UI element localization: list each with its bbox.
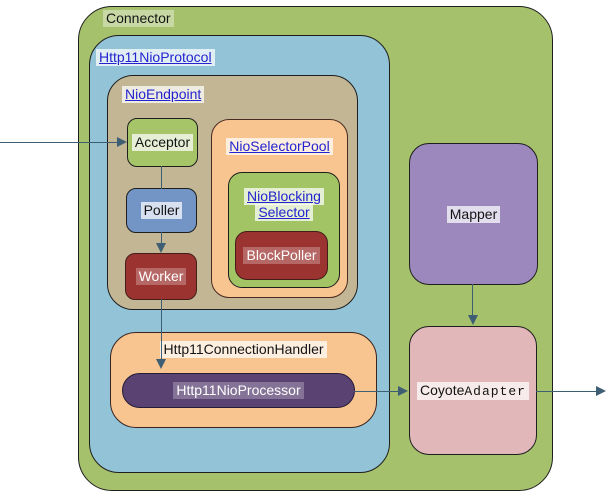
arrow-external-to-acceptor-head (117, 137, 127, 148)
blockpoller-label: BlockPoller (243, 247, 320, 264)
nioblockingselector-link-line1[interactable]: NioBlocking (244, 188, 324, 205)
arrow-mapper-to-coyoteadapter-head (468, 315, 478, 325)
arrow-acceptor-to-poller-line (160, 166, 162, 189)
nioblockingselector-link-line2[interactable]: Selector (255, 204, 313, 221)
worker-label: Worker (135, 268, 187, 285)
arrow-poller-to-worker-line (160, 232, 162, 245)
blockpoller-box: BlockPoller (235, 231, 328, 280)
arrow-worker-to-handler-head (156, 359, 167, 369)
http11connectionhandler-label: Http11ConnectionHandler (160, 341, 327, 358)
arrow-worker-to-handler-line (160, 299, 162, 360)
coyoteadapter-label-part1: Coyote (420, 381, 465, 398)
acceptor-box: Acceptor (127, 118, 198, 167)
poller-label: Poller (140, 202, 183, 219)
http11nioprocessor-label: Http11NioProcessor (173, 382, 304, 399)
coyoteadapter-label-part2: Adapter (464, 383, 526, 399)
arrow-external-to-acceptor-line (0, 141, 118, 143)
nioendpoint-link[interactable]: NioEndpoint (122, 86, 205, 103)
worker-box: Worker (125, 253, 197, 300)
http11nioprotocol-link[interactable]: Http11NioProtocol (96, 49, 215, 66)
mapper-box: Mapper (409, 143, 538, 285)
coyoteadapter-box: CoyoteAdapter (409, 326, 537, 455)
mapper-label: Mapper (446, 205, 501, 223)
acceptor-label: Acceptor (131, 134, 194, 151)
arrow-mapper-to-coyoteadapter-line (472, 284, 474, 316)
poller-box: Poller (126, 188, 197, 233)
coyoteadapter-label: CoyoteAdapter (417, 381, 529, 400)
arrow-processor-to-coyoteadapter-line (354, 390, 399, 392)
nioselectorpool-link[interactable]: NioSelectorPool (226, 138, 333, 155)
arrow-processor-to-coyoteadapter-head (398, 386, 408, 397)
arrow-coyoteadapter-to-external-head (596, 386, 606, 397)
http11nioprocessor-box: Http11NioProcessor (122, 373, 355, 408)
connector-label: Connector (103, 10, 174, 27)
arrow-poller-to-worker-head (156, 243, 167, 253)
arrow-coyoteadapter-to-external-line (536, 390, 597, 392)
